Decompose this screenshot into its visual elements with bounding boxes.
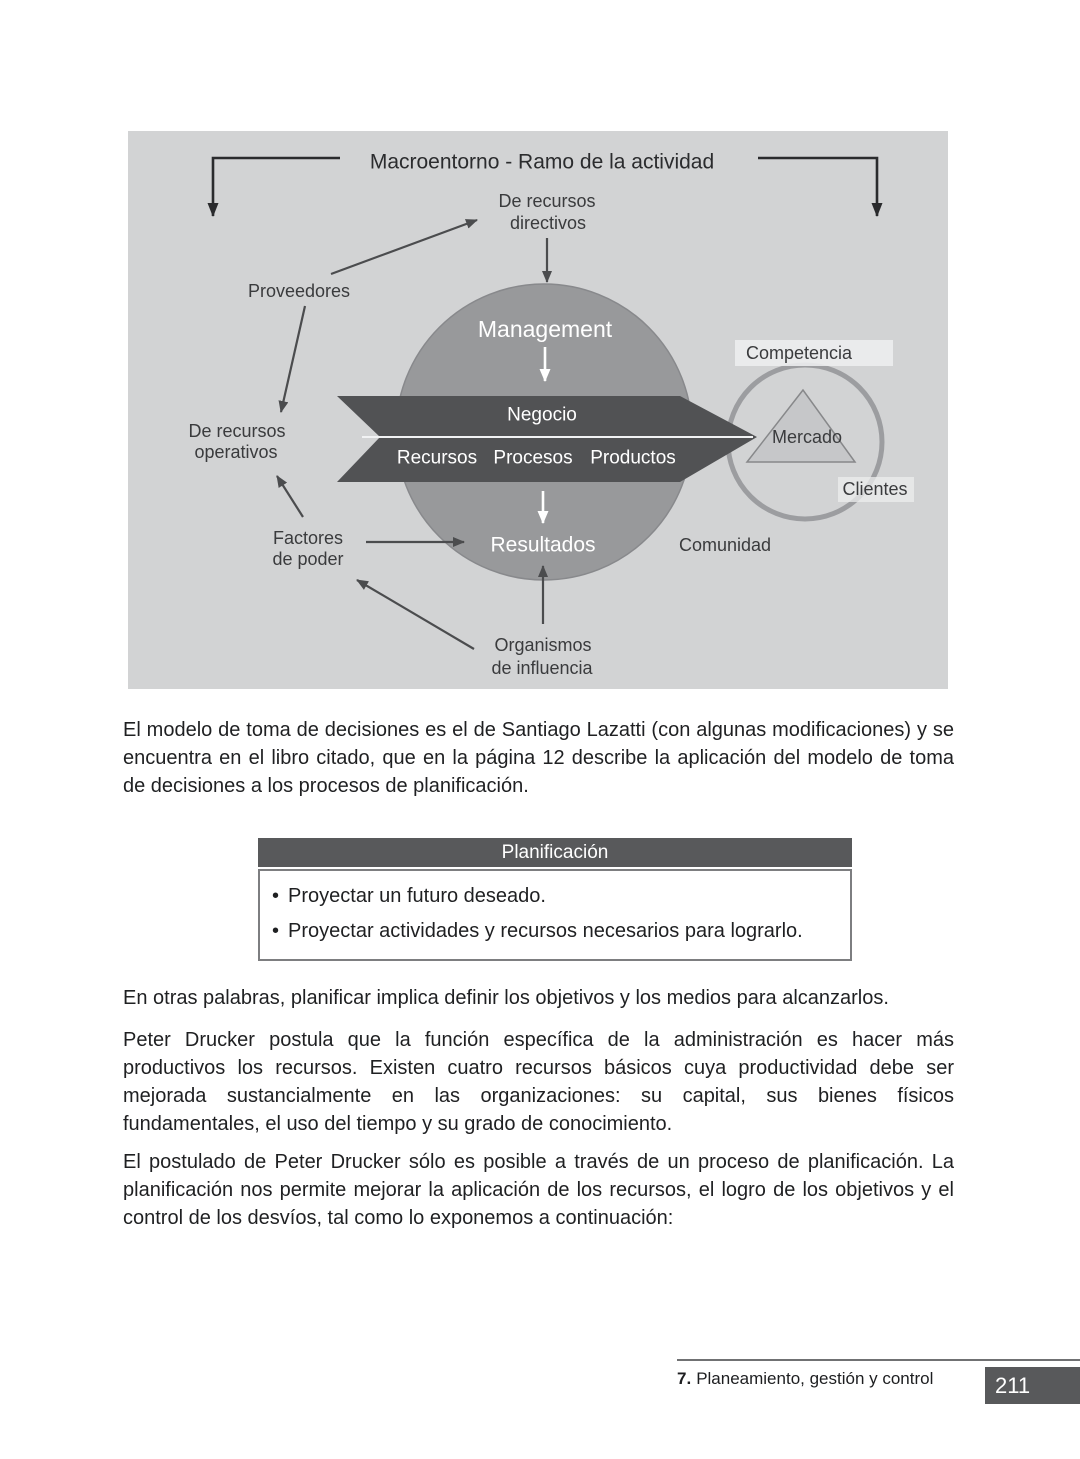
arrow-proveedores-to-recursos-operativos [278,305,307,413]
list-item: • Proyectar un futuro deseado. [272,879,838,914]
footer-chapter-title: Planeamiento, gestión y control [696,1369,934,1388]
factores-de-poder-label-line1: Factores [273,528,343,548]
recursos-operativos-label-line1: De recursos [188,421,285,441]
diagram-title: Macroentorno - Ramo de la actividad [370,151,714,174]
paragraph-en-otras-palabras: En otras palabras, planificar implica de… [123,987,889,1009]
page-number-badge: 211 [985,1367,1080,1404]
page-number: 211 [995,1372,1031,1398]
planificacion-box-body: • Proyectar un futuro deseado. • Proyectar… [258,869,852,961]
clientes-label-background [838,477,914,502]
market-triangle [745,388,857,463]
recursos-directivos-label-line1: De recursos [498,191,595,211]
planificacion-box: Planificación • Proyectar un futuro desea… [258,838,852,961]
recursos-directivos-label-line2: directivos [510,213,586,233]
paragraph-peter-drucker: Peter Drucker postula que la función esp… [123,1029,954,1135]
productos-label: Productos [590,448,676,469]
resultados-label: Resultados [490,534,595,557]
footer-divider [677,1359,1080,1361]
arrow-proveedores-to-recursos-directivos [330,218,478,276]
business-band-arrow [337,396,757,482]
negocio-label: Negocio [507,405,577,426]
list-item: • Proyectar actividades y recursos necesa… [272,914,838,949]
comunidad-label: Comunidad [679,535,771,555]
bullet-text: Proyectar un futuro deseado. [288,885,546,907]
procesos-label: Procesos [493,448,572,469]
bullet-marker: • [272,920,280,942]
factores-de-poder-label-line2: de poder [272,549,343,569]
bullet-marker: • [272,885,280,907]
environment-diagram: Macroentorno - Ramo de la actividad Prov… [128,131,948,689]
recursos-label: Recursos [397,448,477,469]
planificacion-box-header: Planificación [258,838,852,867]
organismos-label-line2: de influencia [491,658,593,678]
bullet-text: Proyectar actividades y recursos necesar… [288,920,803,942]
arrow-factores-to-recursos-operativos [276,475,304,518]
footer-chapter-number: 7. [677,1369,692,1388]
clientes-label: Clientes [842,479,907,499]
competencia-label-background [735,340,893,366]
macro-right-bracket-arrow [758,156,883,217]
macro-left-bracket-arrow [207,156,340,217]
organismos-label-line1: Organismos [494,635,591,655]
paragraph-decision-model: El modelo de toma de decisiones es el de… [123,719,954,797]
mercado-label: Mercado [772,427,842,447]
competencia-label: Competencia [746,343,853,363]
recursos-operativos-label-line2: operativos [194,442,277,462]
arrow-organismos-to-factores [356,579,475,650]
footer-chapter: 7.Planeamiento, gestión y control [677,1369,933,1389]
environment-diagram-svg: Macroentorno - Ramo de la actividad Prov… [128,131,948,689]
proveedores-label: Proveedores [248,281,350,301]
paragraph-postulado: El postulado de Peter Drucker sólo es po… [123,1151,954,1229]
management-label: Management [478,316,613,342]
